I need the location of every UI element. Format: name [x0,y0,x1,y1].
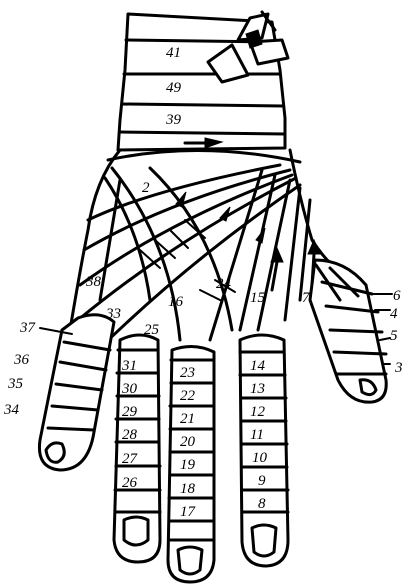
label-11: 11 [250,427,264,443]
label-15: 15 [250,290,266,306]
label-34: 34 [3,402,20,418]
label-18: 18 [180,481,196,497]
label-27: 27 [122,451,139,467]
label-12: 12 [250,404,266,420]
label-49: 49 [166,80,182,96]
label-28: 28 [122,427,138,443]
label-10: 10 [252,450,268,466]
label-29: 29 [122,404,138,420]
label-41: 41 [166,45,181,61]
label-26: 26 [122,475,138,491]
label-35: 35 [7,376,24,392]
thumb [310,260,392,402]
label-21: 21 [180,411,195,427]
label-3: 3 [394,360,403,376]
label-24: 24 [216,276,232,292]
label-22: 22 [180,388,196,404]
label-19: 19 [180,457,196,473]
label-14: 14 [250,358,266,374]
label-2: 2 [142,180,150,196]
label-31: 31 [121,358,137,374]
ring-finger [114,335,160,562]
label-39: 39 [165,112,182,128]
label-9: 9 [258,473,266,489]
label-8: 8 [258,496,266,512]
label-36: 36 [13,352,30,368]
label-4: 4 [390,306,398,322]
label-37: 37 [19,320,37,336]
label-23: 23 [180,365,195,381]
label-33: 33 [105,306,121,322]
little-finger [39,315,114,470]
label-17: 17 [180,504,197,520]
label-30: 30 [121,381,138,397]
label-16: 16 [168,294,184,310]
label-20: 20 [180,434,196,450]
label-5: 5 [390,328,398,344]
wrist-bandage [108,14,300,162]
label-13: 13 [250,381,265,397]
label-6: 6 [393,288,401,304]
label-38: 38 [85,274,102,290]
label-25: 25 [144,322,160,338]
